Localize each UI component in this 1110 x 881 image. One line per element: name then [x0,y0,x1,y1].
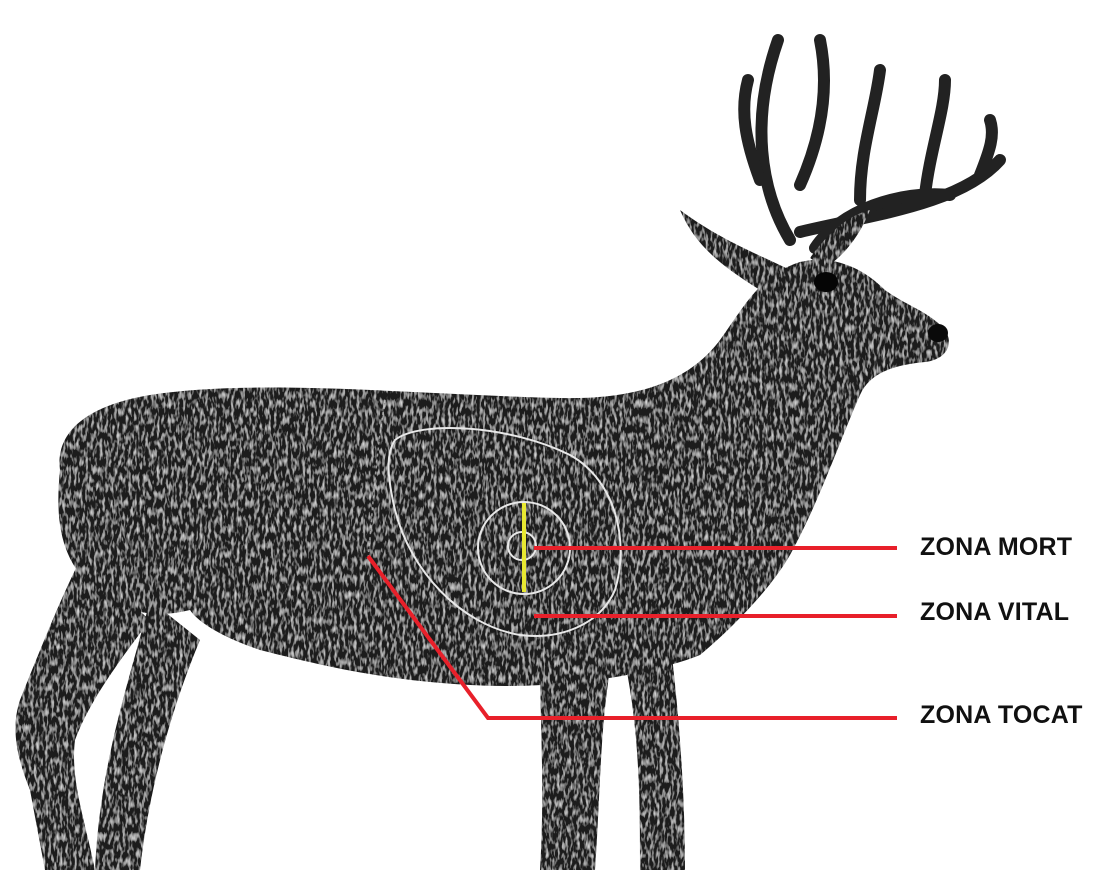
label-zona-tocat: ZONA TOCAT [920,703,1083,728]
nose-icon [928,324,948,342]
antler-icon [744,40,1000,248]
label-zona-mort: ZONA MORT [920,535,1072,560]
eye-icon [814,272,838,292]
label-zona-vital: ZONA VITAL [920,600,1069,625]
